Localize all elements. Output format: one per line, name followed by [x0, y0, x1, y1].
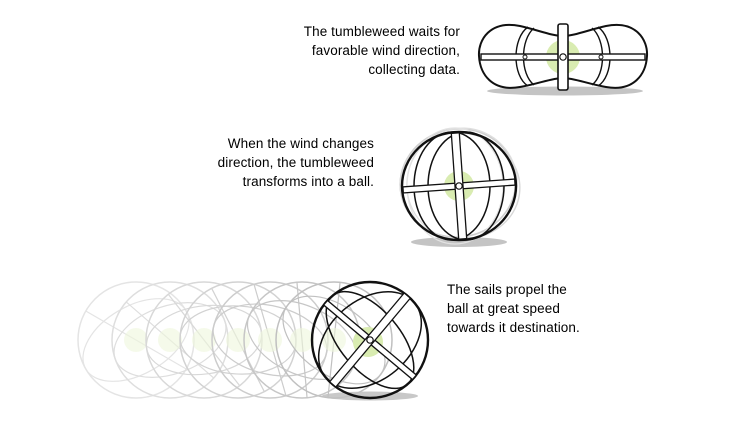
ghost-core [258, 328, 282, 352]
stage-3-shell [310, 280, 430, 400]
stage-3-hoop-b [325, 290, 415, 390]
caption-step-1: The tumbleweed waits for favorable wind … [304, 22, 460, 79]
caption-step-2: When the wind changes direction, the tum… [218, 134, 374, 191]
stage-1-rivet-left [522, 54, 528, 60]
caption-line: The tumbleweed waits for [303, 24, 460, 39]
stage-3-motion-trail [77, 281, 393, 399]
motion-trail-ghost [243, 281, 361, 399]
ghost-core [290, 328, 314, 352]
caption-step-3: The sails propel the ball at great speed… [447, 280, 580, 337]
ghost-core [192, 328, 216, 352]
caption-line: favorable wind direction, [311, 43, 460, 58]
stage-2-transforming-ball [399, 127, 521, 247]
caption-line: towards it destination. [447, 320, 580, 335]
stage-2-hub [455, 182, 463, 190]
stage-3-hoop-a [317, 290, 423, 390]
stage-1-shadow [487, 86, 643, 96]
caption-line: transforms into a ball. [242, 174, 374, 189]
caption-line: The sails propel the [447, 282, 567, 297]
caption-line: When the wind changes [227, 136, 374, 151]
caption-line: ball at great speed [447, 301, 560, 316]
ghost-core [158, 328, 182, 352]
ghost-hoop [282, 295, 386, 385]
motion-trail-ghost [111, 281, 229, 399]
stage-3-rolling-ball [77, 280, 430, 401]
caption-line: collecting data. [368, 62, 460, 77]
ghost-hoop [113, 302, 227, 378]
ghost-core [124, 328, 148, 352]
motion-trail-ghost [77, 281, 195, 399]
stage-3-hub [366, 336, 374, 344]
ghost-hoop [212, 303, 328, 377]
caption-line: direction, the tumbleweed [217, 155, 374, 170]
stage-1-rivet-right [598, 54, 604, 60]
stage-2-shell [400, 130, 518, 242]
stage-1-hub [559, 53, 567, 61]
ghost-core [226, 328, 250, 352]
motion-trail-ghost [211, 281, 329, 399]
ghost-shell [275, 281, 393, 399]
ghost-hoop [82, 298, 190, 382]
motion-trail-ghost [275, 281, 393, 399]
stage-1-flat-tumbleweed [477, 23, 649, 96]
